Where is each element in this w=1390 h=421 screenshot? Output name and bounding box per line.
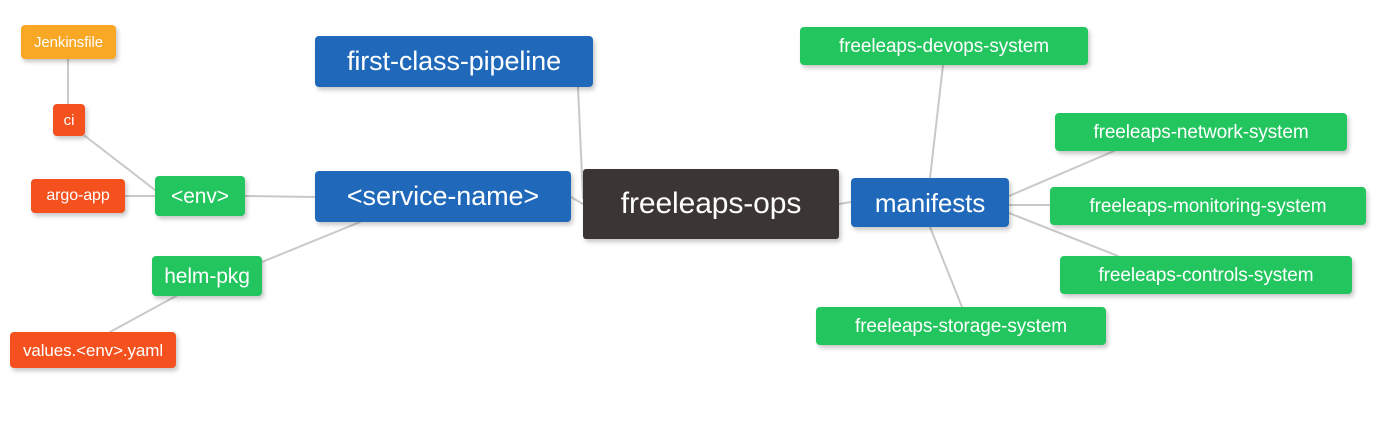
mindmap-node-helmpkg[interactable]: helm-pkg: [152, 256, 262, 296]
mindmap-node-label: freeleaps-devops-system: [839, 35, 1049, 57]
edge-service-to-env: [244, 195, 316, 198]
mindmap-node-label: ci: [63, 111, 75, 129]
mindmap-node-label: values.<env>.yaml: [22, 340, 164, 360]
mindmap-node-label: <env>: [171, 184, 229, 208]
edge-manifests-to-devops: [929, 64, 944, 179]
mindmap-node-root[interactable]: freeleaps-ops: [583, 169, 839, 239]
mindmap-node-ci[interactable]: ci: [53, 104, 85, 136]
mindmap-node-label: freeleaps-monitoring-system: [1089, 195, 1327, 217]
edge-manifests-to-storage: [929, 226, 963, 308]
mindmap-node-label: argo-app: [46, 187, 110, 204]
mindmap-node-service[interactable]: <service-name>: [315, 171, 571, 222]
mindmap-node-label: freeleaps-storage-system: [855, 315, 1067, 337]
mindmap-node-label: Jenkinsfile: [34, 33, 103, 51]
edge-helmpkg-to-valuesyaml: [109, 295, 177, 333]
mindmap-node-pipeline[interactable]: first-class-pipeline: [315, 36, 593, 87]
mindmap-node-devops[interactable]: freeleaps-devops-system: [800, 27, 1088, 65]
edge-root-to-service: [570, 196, 584, 205]
mindmap-node-label: <service-name>: [346, 181, 540, 211]
mindmap-node-label: freeleaps-controls-system: [1098, 264, 1314, 286]
edge-root-to-manifests: [838, 201, 852, 205]
mindmap-node-argoapp[interactable]: argo-app: [31, 179, 125, 213]
mindmap-node-env[interactable]: <env>: [155, 176, 245, 216]
mindmap-node-monitoring[interactable]: freeleaps-monitoring-system: [1050, 187, 1366, 225]
mindmap-node-label: freeleaps-network-system: [1093, 121, 1309, 143]
mindmap-node-label: first-class-pipeline: [346, 46, 562, 76]
mindmap-node-label: freeleaps-ops: [620, 187, 802, 220]
mindmap-node-label: manifests: [874, 187, 986, 218]
mindmap-node-storage[interactable]: freeleaps-storage-system: [816, 307, 1106, 345]
mindmap-node-valuesyaml[interactable]: values.<env>.yaml: [10, 332, 176, 368]
mindmap-node-network[interactable]: freeleaps-network-system: [1055, 113, 1347, 151]
mindmap-node-manifests[interactable]: manifests: [851, 178, 1009, 227]
mindmap-node-jenkinsfile[interactable]: Jenkinsfile: [21, 25, 116, 59]
mindmap-node-label: helm-pkg: [164, 264, 250, 288]
mindmap-node-controls[interactable]: freeleaps-controls-system: [1060, 256, 1352, 294]
edge-service-to-helmpkg: [261, 221, 361, 263]
